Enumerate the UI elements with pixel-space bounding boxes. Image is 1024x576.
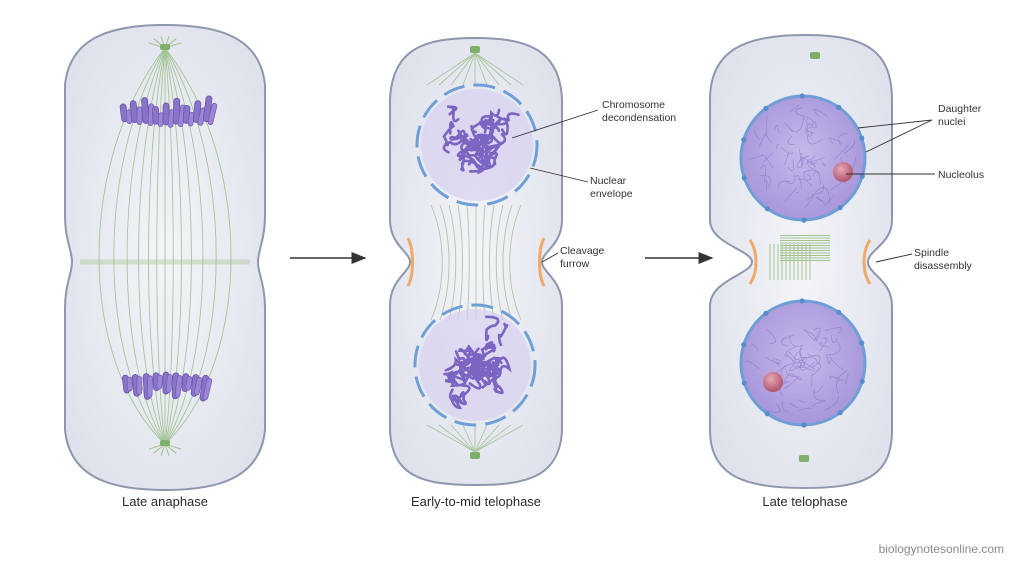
label-nuclear-envelope: Nuclear envelope: [590, 175, 633, 200]
cleavage-furrow-right: [862, 239, 872, 285]
label-nucleolus: Nucleolus: [938, 169, 984, 181]
nuclear-envelope-fragments: [415, 83, 539, 207]
stage-label-late-anaphase: Late anaphase: [122, 494, 208, 509]
chromosomes-bottom: [121, 371, 213, 402]
cell-late-telophase: [709, 33, 893, 490]
label-chromosome-decondensation: Chromosome decondensation: [602, 99, 676, 124]
cell-early-telophase: [389, 36, 563, 487]
nuclear-envelope-fragments: [413, 303, 537, 427]
nucleolus: [763, 372, 783, 392]
nucleolus: [833, 162, 853, 182]
label-daughter-nuclei: Daughter nuclei: [938, 103, 984, 128]
centrosome-bottom: [799, 455, 809, 462]
chromosomes-top: [119, 95, 218, 128]
daughter-nucleus-top: [739, 93, 867, 223]
forming-nucleus-top: [415, 83, 539, 207]
centrosome-top: [810, 52, 820, 59]
daughter-nucleus-bottom: [739, 298, 867, 428]
cleavage-furrow-right: [538, 237, 546, 287]
cleavage-furrow-left: [748, 239, 758, 285]
cell-late-anaphase: [64, 23, 266, 492]
forming-nucleus-bottom: [413, 303, 537, 427]
source-credit: biologynotesonline.com: [879, 542, 1004, 556]
centrosome-top: [160, 44, 170, 50]
annotation-leaders: [511, 109, 935, 263]
stage-label-late-telophase: Late telophase: [762, 494, 847, 509]
centrosome-bottom: [160, 440, 170, 446]
label-cleavage-furrow: Cleavage furrow: [560, 245, 607, 270]
stage-label-early-telophase: Early-to-mid telophase: [411, 494, 541, 509]
cleavage-furrow-left: [406, 237, 414, 287]
spindle-remnant: [769, 235, 830, 280]
centrosome-bottom: [470, 452, 480, 459]
label-spindle-disassembly: Spindle disassembly: [914, 247, 973, 272]
centrosome-top: [470, 46, 480, 53]
